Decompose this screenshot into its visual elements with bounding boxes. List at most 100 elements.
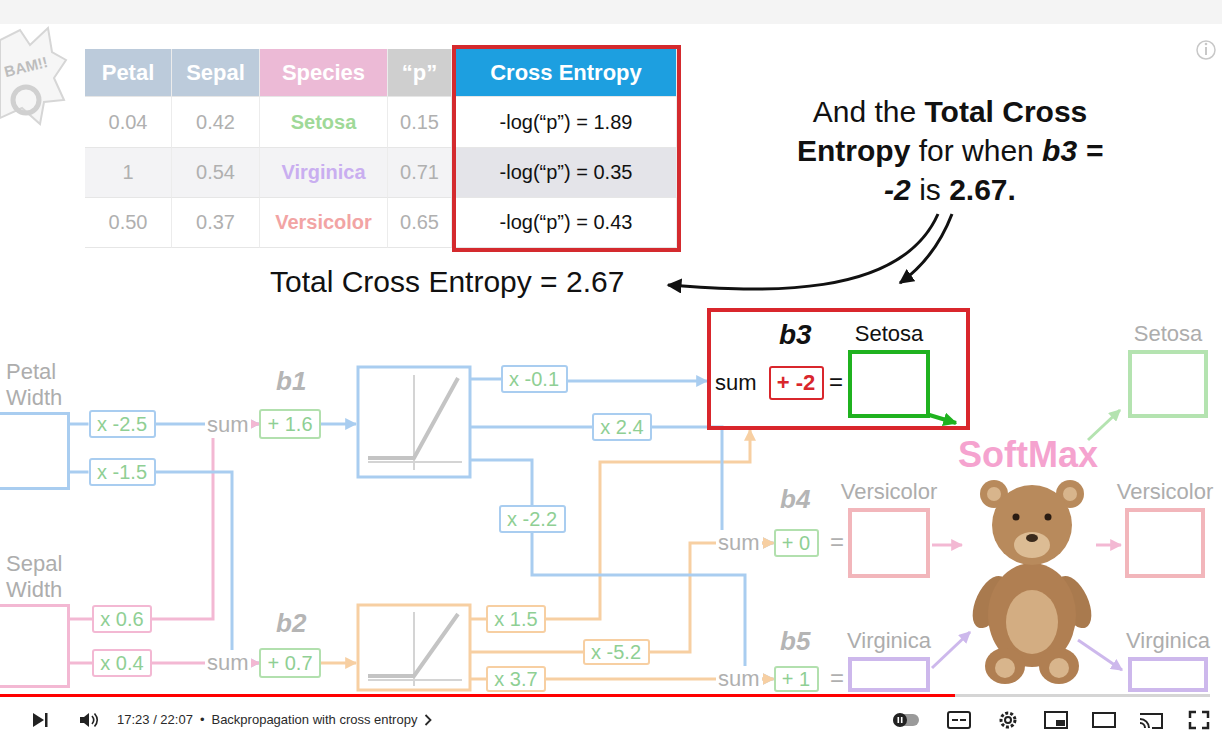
weight-box: x -2.5 [89,410,156,438]
sum-label: sum [205,650,251,676]
teddy-bear [985,648,1025,684]
output-box: Virginica [1128,657,1208,692]
callout-part: 2.67. [949,173,1016,206]
table-header: Species [260,49,388,97]
input-box: Petal Width [0,412,70,490]
info-icon [1205,47,1207,55]
sum-label: sum [205,412,251,438]
top-strip [0,0,1222,24]
bias-box: + 1 [774,666,819,692]
info-icon [1205,43,1208,46]
player-controls [92,716,94,724]
bias-box: + -2 [769,366,824,400]
callout-part: for when [919,134,1034,167]
connector [70,423,89,426]
highlight-frame [454,47,679,250]
connector [650,543,774,652]
player-controls [1140,719,1149,728]
progress-bar [0,694,955,697]
wire [320,379,594,679]
teddy-bear [1026,534,1038,542]
player-controls [33,712,1208,728]
weight-box: x 1.5 [486,605,546,633]
teddy-bear [992,485,1072,565]
table-cell: 0.54 [172,148,260,198]
sum-label: sum [715,370,757,396]
callout-arrow [668,214,952,289]
callout-arrow [900,214,952,283]
relu-box [368,378,458,458]
info-icon [1197,41,1215,59]
table-header: Sepal [172,49,260,97]
bias-label: b1 [276,366,306,396]
softmax-arrow [1096,544,1121,547]
player-controls [901,717,903,723]
output-label: Versicolor [1117,479,1214,505]
output-label: Setosa [1134,321,1203,347]
relu-box [358,367,470,477]
progress-bar [0,694,1210,697]
player-controls [1005,717,1011,723]
connector [70,662,92,665]
table-cell: 0.65 [388,198,452,248]
bias-box: + 0.7 [259,648,321,678]
bias-label: b5 [780,626,810,656]
player-controls [33,713,44,727]
total-text: Total Cross Entropy = 2.67 [270,264,624,300]
connector [70,618,92,621]
wire [470,651,585,654]
teddy-bear [1063,487,1077,501]
bias-box: + 0 [774,529,819,557]
node-text: x -2.5 [97,413,147,435]
output-label: Versicolor [841,479,938,505]
video-time: 17:23 / 22:07 [117,712,193,728]
teddy-bear [1039,648,1079,684]
player-controls [95,714,98,727]
input-label: Petal Width [6,359,78,411]
top-strip [0,0,1222,24]
softmax-arrow [926,414,956,423]
highlight-frame [454,47,679,250]
softmax-label: SoftMax [958,434,1098,476]
table-cell: 0.71 [388,148,452,198]
teddy-bear [1049,658,1069,678]
output-box: Versicolor [1125,508,1205,578]
softmax-arrow [926,410,1122,670]
sum-label: sum [716,530,762,556]
connector [652,427,774,543]
equals-sign: = [829,368,843,396]
relu-box [358,605,470,690]
output-box: Setosa [848,350,930,418]
player-title-row: 17:23 / 22:07•Backpropagation with cross… [117,712,432,728]
bias-label: b3 [779,318,812,352]
table-header: Cross Entropy [456,49,677,97]
node-text: x 3.7 [494,668,537,690]
bias-label: b4 [780,484,810,514]
node-text: + 0.7 [267,652,312,674]
player-controls [948,712,970,728]
relu-box [358,367,470,690]
softmax-arrow [932,544,962,547]
table-cell: 0.15 [388,97,452,148]
output-label: Virginica [1126,628,1210,654]
info-icon [1197,41,1215,59]
player-controls [1045,712,1067,728]
separator: • [200,712,205,728]
connector [568,380,708,383]
teddy-bear [965,480,1098,684]
output-box: Versicolor [848,508,930,578]
output-box: Setosa [1128,350,1208,418]
wire [320,423,356,426]
logo-sticker [0,28,66,124]
input-box: Sepal Width [0,604,70,688]
node-text: x -0.1 [509,368,559,390]
weight-box: x -0.1 [501,365,568,393]
bias-box: + 1.6 [259,409,321,439]
node-text: x 2.4 [600,416,643,438]
chevron-icon [424,714,432,726]
player-controls [80,713,89,727]
node-text: + 1 [782,668,810,690]
node-text: + -2 [777,371,816,395]
player-controls [1140,714,1162,728]
weight-box: x 0.4 [92,649,152,677]
